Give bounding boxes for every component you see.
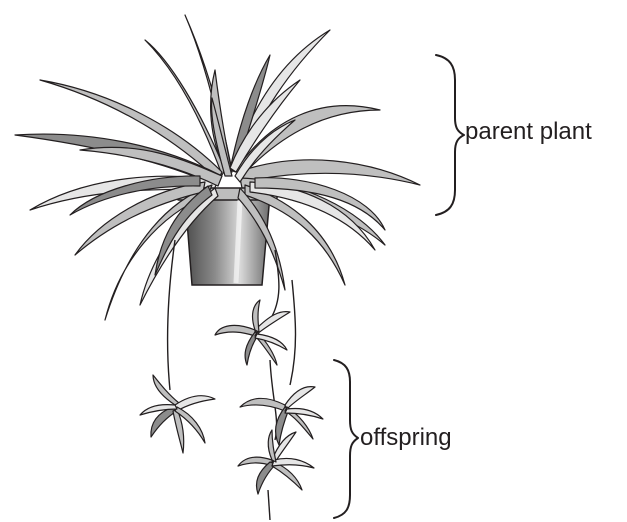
offspring-plantlet-2 (140, 375, 215, 453)
offspring-plantlet-1 (215, 300, 290, 365)
offspring-label: offspring (360, 426, 452, 450)
offspring-brace (334, 360, 358, 518)
parent-plant-brace (436, 55, 464, 215)
parent-plant-label: parent plant (465, 120, 592, 144)
offspring-plantlet-3 (240, 387, 323, 445)
parent-plant (15, 15, 420, 320)
offspring-plantlet-4 (238, 430, 314, 494)
